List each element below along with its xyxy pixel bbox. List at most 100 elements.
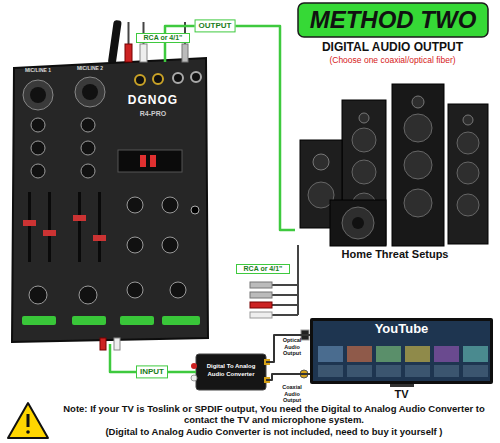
- knob: [81, 141, 95, 155]
- thumbnail: [434, 365, 459, 377]
- warning-icon: [8, 403, 48, 438]
- port-label: Coaxial Audio Output: [277, 384, 307, 404]
- thumbnail: [318, 365, 343, 377]
- rca-jack: [135, 75, 145, 85]
- speaker-driver: [412, 96, 424, 108]
- fader-slot: [28, 192, 31, 262]
- tv-frame: [310, 318, 493, 384]
- thumbnail: [434, 346, 459, 362]
- title: METHOD TWO: [298, 6, 488, 34]
- port: [191, 375, 197, 381]
- port-label: Optical Audio Output: [277, 337, 307, 357]
- combo-jack: [75, 77, 105, 107]
- antenna: [108, 20, 122, 65]
- port: [191, 363, 197, 369]
- knob: [31, 118, 45, 132]
- converter-box: [196, 354, 266, 390]
- quarter-inch-plug: [182, 44, 188, 62]
- knob: [127, 197, 143, 213]
- model-name: R4-PRO: [108, 110, 198, 118]
- quarter-inch-jack: [173, 73, 183, 83]
- tv: YouTubeTV: [310, 318, 493, 402]
- tower-speaker: [448, 104, 488, 244]
- cable-connector: [165, 26, 295, 230]
- fader-slot: [48, 192, 51, 262]
- thumbnail: [463, 346, 488, 362]
- fader-slot: [78, 192, 81, 262]
- knob: [29, 286, 47, 304]
- knob: [170, 282, 186, 298]
- speaker-driver: [404, 189, 432, 217]
- cable-label: RCA or 4/1": [236, 264, 290, 274]
- green-tag: [22, 316, 56, 325]
- tv-stand: [390, 384, 414, 387]
- rca-plug: [125, 44, 132, 62]
- cable: [128, 22, 130, 44]
- thumbnail: [405, 346, 430, 362]
- rca-plug: [114, 338, 120, 350]
- speaker-driver: [404, 114, 432, 142]
- fader-cap: [23, 220, 36, 226]
- display: [118, 150, 182, 172]
- speaker-driver: [457, 194, 479, 216]
- subwoofer: [330, 200, 386, 246]
- knob: [81, 164, 95, 178]
- rca-plug: [140, 44, 147, 62]
- combo-jack: [82, 84, 98, 100]
- speaker-driver: [463, 115, 473, 125]
- quarter-inch-plug: [250, 292, 272, 298]
- knob: [79, 286, 97, 304]
- thumbnail: [463, 365, 488, 377]
- display-digit: [140, 155, 146, 167]
- thumbnail: [318, 346, 343, 362]
- fader-cap: [43, 230, 56, 236]
- screen-logo: YouTube: [310, 322, 493, 337]
- speaker-driver: [359, 113, 369, 123]
- mixer: DGNOG R4-PRO MIC/LINE 1 MIC/LINE 2: [8, 62, 208, 344]
- fader-cap: [73, 215, 86, 221]
- speaker-driver: [457, 162, 479, 184]
- speaker-driver: [352, 128, 376, 152]
- speaker-driver: [352, 160, 376, 184]
- converter: Digital To Analog Audio Converter: [196, 354, 266, 390]
- edge-label: OUTPUT: [195, 19, 236, 32]
- speaker-driver: [457, 132, 479, 154]
- speaker-driver: [313, 154, 329, 170]
- tower-speaker: [392, 84, 444, 246]
- thumbnail: [405, 365, 430, 377]
- combo-jack: [30, 87, 46, 103]
- quarter-inch-jack: [191, 72, 201, 82]
- cable: [272, 294, 298, 296]
- channel-label: MIC/LINE 2: [68, 66, 112, 72]
- title-banner: [298, 3, 488, 37]
- cable: [272, 304, 298, 306]
- combo-jack: [23, 80, 53, 110]
- green-tag: [162, 316, 200, 325]
- knob: [127, 237, 143, 253]
- quarter-inch-plug: [250, 282, 272, 288]
- speaker-driver: [342, 207, 374, 239]
- rca-plug: [100, 338, 106, 350]
- warning-icon: [27, 414, 30, 427]
- knob: [31, 141, 45, 155]
- thumbnail: [347, 365, 372, 377]
- note-text: Note: If your TV is Toslink or SPDIF out…: [56, 403, 492, 425]
- note-text: (Digital to Analog Audio Converter is no…: [56, 426, 492, 437]
- knob: [127, 282, 143, 298]
- subtitle: DIGITAL AUDIO OUTPUT: [300, 41, 485, 55]
- cable: [272, 284, 298, 286]
- cable: [272, 314, 298, 316]
- green-tag: [120, 316, 154, 325]
- speaker-set: Home Threat Setups: [295, 78, 495, 263]
- fader-slot: [98, 192, 101, 262]
- rca-plug: [250, 302, 272, 308]
- brand-name: DGNOG: [108, 94, 198, 108]
- knob: [31, 164, 45, 178]
- knob: [81, 118, 95, 132]
- thumbnail: [376, 346, 401, 362]
- mixer-body: [12, 58, 208, 342]
- device-label: Digital To Analog Audio Converter: [198, 363, 264, 378]
- channel-label: MIC/LINE 1: [16, 68, 60, 74]
